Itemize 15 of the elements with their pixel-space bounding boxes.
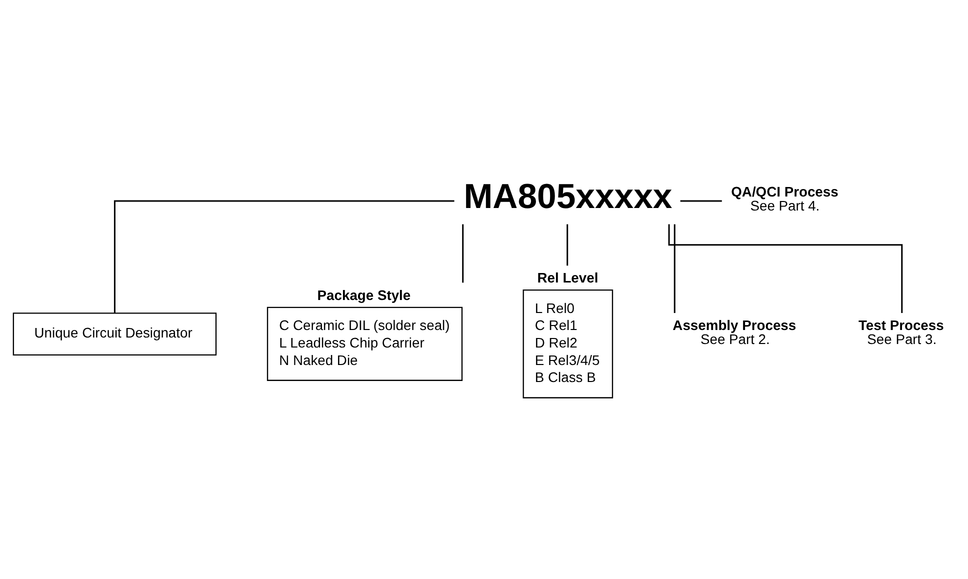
- node-text: Assembly Process See Part 2.: [672, 317, 796, 348]
- node-text: Test Process See Part 3.: [858, 317, 944, 348]
- connector: [674, 224, 676, 313]
- connector: [114, 200, 454, 313]
- node-box: Unique Circuit Designator: [12, 312, 217, 356]
- node-label: Rel Level: [537, 270, 598, 286]
- connector: [462, 224, 464, 283]
- node-text: MA805xxxxx: [464, 178, 672, 216]
- node-label: Package Style: [317, 287, 411, 304]
- connector: [668, 224, 903, 313]
- node-box: C Ceramic DIL (solder seal) L Leadless Chip Carrier N Naked Die: [266, 306, 463, 381]
- node-box: L Rel0 C Rel1 D Rel2 E Rel3/4/5 B Class B: [522, 290, 614, 398]
- connector: [566, 224, 568, 266]
- node-text: QA/QCI Process See Part 4.: [731, 183, 838, 214]
- connector: [680, 200, 722, 202]
